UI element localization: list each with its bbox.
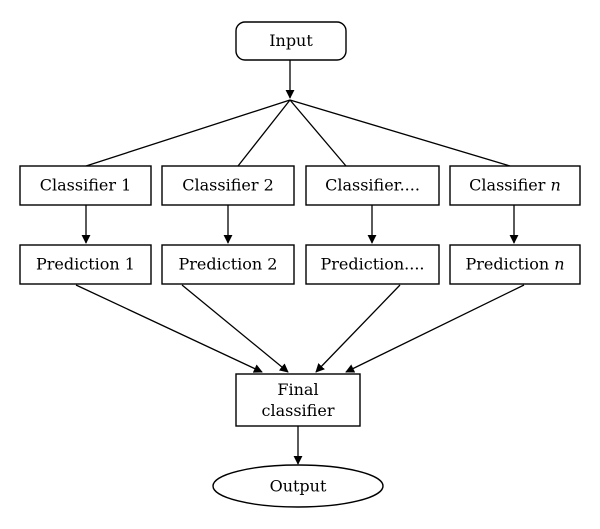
prediction-node-2: Prediction 2: [161, 244, 295, 285]
classifier-3-label: Classifier....: [325, 176, 420, 195]
prediction-n-variable: n: [554, 255, 564, 274]
edge-prediction-n-to-final: [345, 284, 525, 373]
classifier-1-label: Classifier 1: [40, 176, 132, 195]
classifier-node-n: Classifier n: [449, 165, 581, 206]
edge-branch-to-classifier-n: [289, 99, 511, 167]
classifier-n-label: Classifier n: [469, 176, 561, 195]
prediction-node-1: Prediction 1: [19, 244, 152, 285]
final-classifier-node: Final classifier: [235, 373, 361, 427]
final-classifier-line-2: classifier: [262, 401, 335, 420]
prediction-3-label: Prediction....: [320, 255, 424, 274]
prediction-2-label: Prediction 2: [179, 255, 278, 274]
input-label: Input: [269, 31, 313, 50]
output-node: Output: [212, 464, 384, 508]
edge-branch-to-classifier-1: [85, 99, 291, 167]
classifier-2-label: Classifier 2: [182, 176, 274, 195]
output-label: Output: [270, 477, 327, 496]
classifier-n-text: Classifier: [469, 176, 546, 195]
classifier-n-variable: n: [551, 176, 561, 195]
input-node: Input: [235, 21, 347, 61]
edge-branch-to-classifier-2: [237, 99, 291, 167]
edge-prediction-2-to-final: [181, 284, 289, 373]
edges: [75, 60, 525, 465]
prediction-n-label: Prediction n: [465, 255, 564, 274]
prediction-n-text: Prediction: [465, 255, 549, 274]
edge-prediction-1-to-final: [75, 284, 263, 373]
classifier-node-1: Classifier 1: [19, 165, 152, 206]
prediction-1-label: Prediction 1: [36, 255, 135, 274]
final-classifier-line-1: Final: [277, 380, 318, 399]
edge-prediction-3-to-final: [315, 284, 401, 373]
classifier-node-3: Classifier....: [305, 165, 440, 206]
classifier-node-2: Classifier 2: [161, 165, 295, 206]
prediction-node-n: Prediction n: [449, 244, 581, 285]
edge-branch-to-classifier-3: [289, 99, 347, 167]
prediction-node-3: Prediction....: [305, 244, 440, 285]
